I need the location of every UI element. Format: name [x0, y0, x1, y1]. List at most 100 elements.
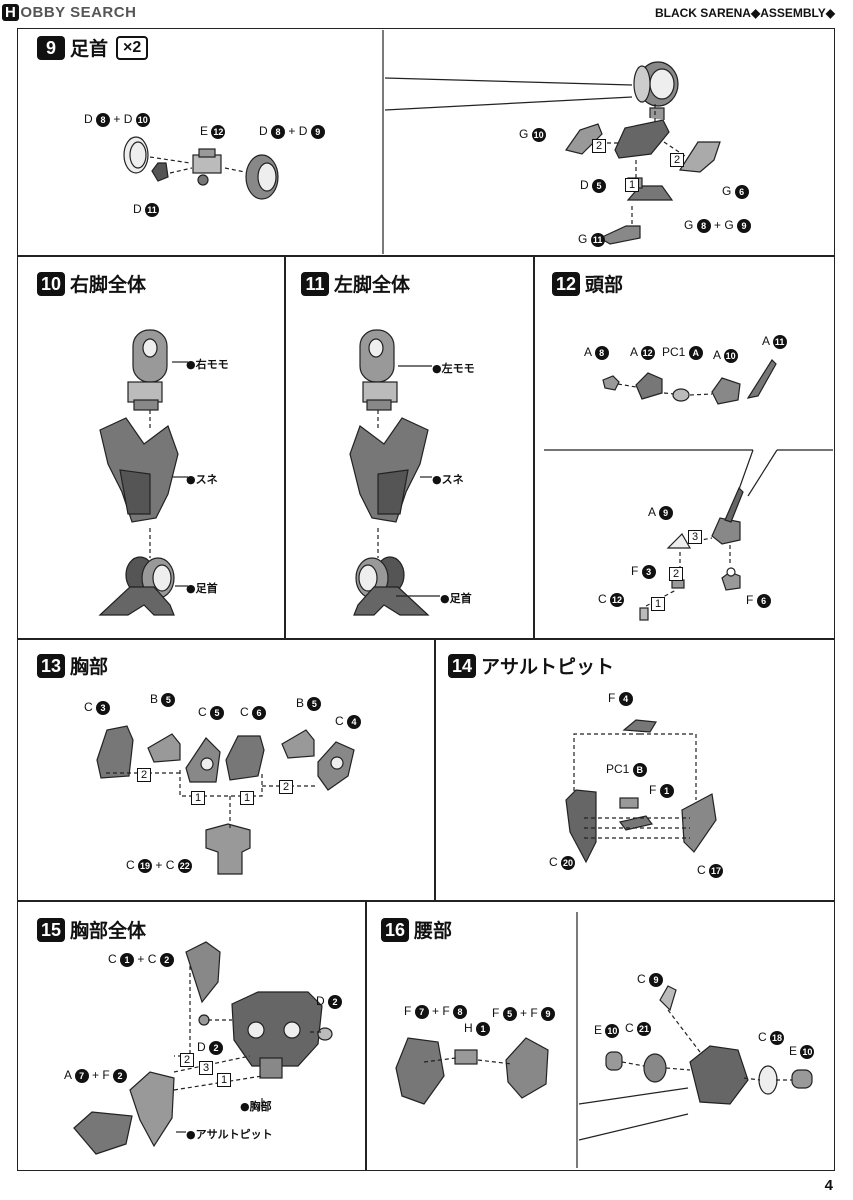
step12-title: 頭部 — [585, 274, 624, 296]
label-d11: D 11 — [133, 202, 160, 217]
step10-title: 右脚全体 — [70, 274, 147, 296]
step9-multiplier: ×2 — [116, 35, 149, 60]
step14-title: アサルトピット — [481, 656, 615, 678]
label-left-thigh: ●左モモ — [432, 362, 475, 375]
head-assembly-illustration — [639, 486, 744, 621]
step15-heading: 15 胸部全体 — [37, 916, 146, 943]
label-c3: C 3 — [84, 700, 111, 715]
part-d11-bracket — [151, 162, 169, 182]
step11-heading: 11 左脚全体 — [301, 270, 410, 297]
step11-panel — [285, 256, 534, 639]
step12-panel — [534, 256, 835, 639]
label-c20: C 20 — [549, 855, 576, 870]
step10-heading: 10 右脚全体 — [37, 270, 146, 297]
step13-panel — [17, 639, 435, 901]
left-leg-illustration — [349, 329, 430, 616]
step9-title: 足首 — [70, 38, 109, 60]
label-right-thigh: ●右モモ — [186, 358, 229, 371]
part-g6 — [678, 141, 721, 173]
label-pc1-b: PC1 B — [606, 762, 647, 777]
step12-order-2: 2 — [669, 567, 683, 581]
label-a11: A 11 — [762, 334, 787, 349]
step12-order-1: 1 — [651, 597, 665, 611]
label-f6: F 6 — [746, 593, 771, 608]
label-a12: A 12 — [630, 345, 655, 360]
step15-order-2: 2 — [180, 1053, 194, 1067]
label-c21: C 21 — [625, 1021, 652, 1036]
label-a10: A 10 — [713, 348, 738, 363]
label-g11: G 11 — [578, 232, 605, 247]
step13-order-2-right: 2 — [279, 780, 293, 794]
label-f1: F 1 — [649, 783, 674, 798]
label-chest: ●胸部 — [240, 1100, 272, 1113]
step13-order-1-right: 1 — [240, 791, 254, 805]
label-b5-left: B 5 — [150, 692, 176, 707]
chest-assembly-illustration — [73, 941, 333, 1155]
step11-number: 11 — [301, 271, 329, 296]
step12-order-3: 3 — [688, 530, 702, 544]
label-a7-f2: A 7 + F 2 — [64, 1068, 128, 1083]
label-d8-d9: D 8 + D 9 — [259, 124, 325, 139]
part-g11 — [598, 225, 641, 245]
label-b5-right: B 5 — [296, 696, 322, 711]
step15-title: 胸部全体 — [70, 920, 147, 942]
step11-title: 左脚全体 — [334, 274, 411, 296]
label-c1-c2: C 1 + C 2 — [108, 952, 174, 967]
label-c17: C 17 — [697, 863, 724, 878]
step13-number: 13 — [37, 653, 65, 678]
label-c9: C 9 — [637, 972, 664, 987]
label-g8-g9: G 8 + G 9 — [684, 218, 752, 233]
step15-order-1: 1 — [217, 1073, 231, 1087]
label-g10: G 10 — [519, 127, 546, 142]
label-c18: C 18 — [758, 1030, 785, 1045]
label-g6: G 6 — [722, 184, 749, 199]
step15-order-3: 3 — [199, 1061, 213, 1075]
step14-number: 14 — [448, 653, 476, 678]
label-d8-d10: D 8 + D 10 — [84, 112, 150, 127]
label-c19-c22: C 19 + C 22 — [126, 858, 192, 873]
label-a8: A 8 — [584, 345, 609, 360]
label-e10-left: E 10 — [594, 1023, 620, 1038]
label-c12: C 12 — [598, 592, 625, 607]
step10-number: 10 — [37, 271, 65, 296]
label-d2-left: D 2 — [197, 1040, 224, 1055]
label-pc1-a: PC1 A — [662, 345, 703, 360]
step9-order-2b: 2 — [670, 153, 684, 167]
step13-order-2-left: 2 — [137, 768, 151, 782]
step14-panel — [435, 639, 835, 901]
step9-heading: 9 足首 ×2 — [37, 34, 149, 61]
step9-order-2a: 2 — [592, 139, 606, 153]
step12-number: 12 — [552, 271, 580, 296]
label-d5: D 5 — [580, 178, 607, 193]
step15-panel — [17, 901, 366, 1171]
chest-parts-illustration — [96, 725, 355, 875]
part-d5-foot — [614, 119, 670, 159]
label-e12: E 12 — [200, 124, 226, 139]
label-f5-f9: F 5 + F 9 — [492, 1006, 556, 1021]
step9-number: 9 — [37, 35, 65, 60]
label-d2-right: D 2 — [316, 994, 343, 1009]
label-f4: F 4 — [608, 691, 633, 706]
label-f3: F 3 — [631, 564, 656, 579]
label-e10-right: E 10 — [789, 1044, 815, 1059]
step14-heading: 14 アサルトピット — [448, 652, 614, 679]
step16-number: 16 — [381, 917, 409, 942]
step16-title: 腰部 — [414, 920, 453, 942]
head-parts-illustration — [602, 359, 777, 405]
label-assault-pit: ●アサルトピット — [186, 1128, 273, 1141]
page-number: 4 — [824, 1177, 833, 1194]
step13-heading: 13 胸部 — [37, 652, 108, 679]
step16-panel — [366, 901, 835, 1171]
step9-panel — [17, 28, 835, 256]
label-h1: H 1 — [464, 1021, 491, 1036]
part-g10 — [565, 123, 603, 155]
step9-order-1: 1 — [625, 178, 639, 192]
step10-panel — [17, 256, 285, 639]
right-leg-illustration — [98, 329, 179, 616]
part-d8-d10-disc — [123, 136, 149, 174]
label-a9: A 9 — [648, 505, 673, 520]
step15-number: 15 — [37, 917, 65, 942]
label-right-ankle: ●足首 — [186, 582, 218, 595]
part-e12-joint — [192, 154, 222, 174]
